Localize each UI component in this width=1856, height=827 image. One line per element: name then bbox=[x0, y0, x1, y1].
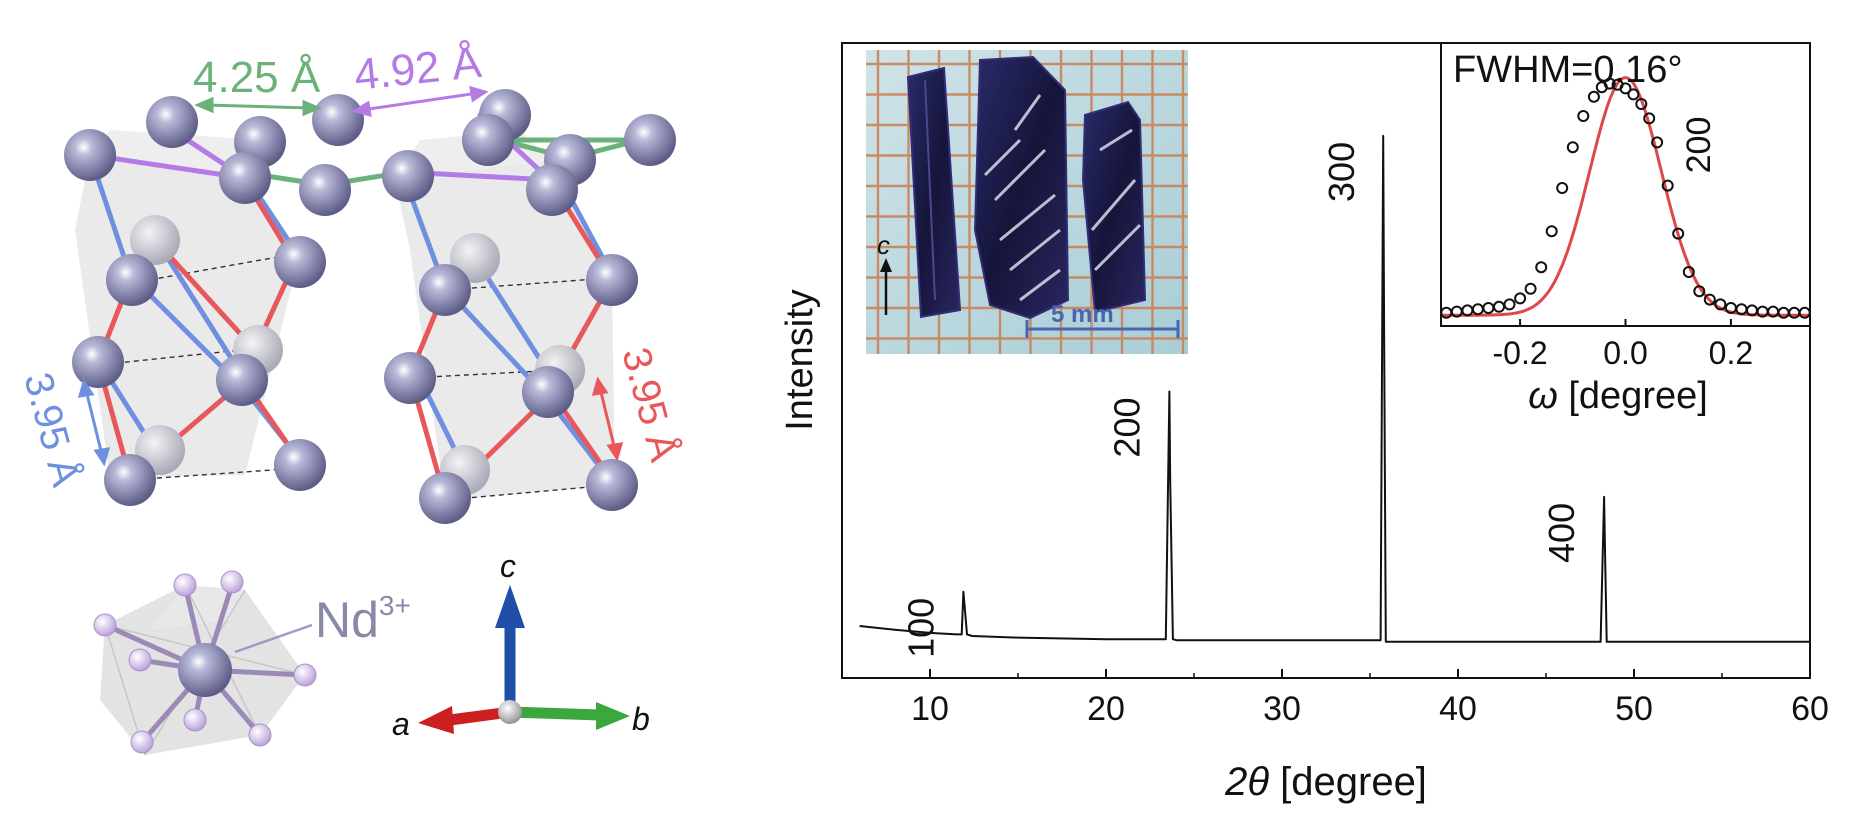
inset-x-axis-label: ω [degree] bbox=[1528, 375, 1708, 417]
rocking-data-point bbox=[1577, 110, 1590, 122]
main-x-ticks: 10 20 30 40 50 60 bbox=[841, 669, 1829, 728]
rocking-data-point bbox=[1566, 141, 1579, 154]
x-axis-label: 2θ [degree] bbox=[1224, 760, 1427, 804]
x-axis-unit: [degree] bbox=[1269, 760, 1427, 804]
peak-label: 300 bbox=[1321, 142, 1362, 202]
axis-a-label: a bbox=[392, 706, 410, 742]
rocking-data-point bbox=[1643, 112, 1656, 125]
fwhm-label: FWHM=0.16° bbox=[1453, 49, 1683, 91]
axis-b-label: b bbox=[632, 701, 650, 737]
nd-label: Nd bbox=[315, 592, 379, 648]
main-x-tick-label: 60 bbox=[1791, 690, 1829, 728]
rocking-data-point bbox=[1603, 77, 1616, 90]
nd-coordination-polyhedron: Nd3+ bbox=[93, 570, 411, 756]
main-x-tick-label: 40 bbox=[1439, 690, 1477, 728]
inset-peak-label: 200 bbox=[1680, 117, 1718, 174]
inset-x-tick-label: 0.2 bbox=[1709, 335, 1753, 371]
crystal-photo: c 5 mm bbox=[866, 50, 1188, 354]
rocking-data-point bbox=[1627, 88, 1640, 101]
rocking-data-point bbox=[1503, 298, 1516, 311]
svg-text:Nd3+: Nd3+ bbox=[315, 590, 411, 648]
rocking-data-point bbox=[1635, 98, 1648, 110]
rocking-data-point bbox=[1587, 90, 1600, 103]
y-axis-label: Intensity bbox=[779, 289, 821, 431]
rocking-data-points bbox=[1441, 77, 1810, 319]
photo-c-label: c bbox=[877, 230, 890, 260]
scale-bar-label: 5 mm bbox=[1051, 301, 1114, 328]
red-distance-label: 3.95 Å bbox=[613, 343, 686, 467]
purple-distance-label: 4.92 Å bbox=[352, 38, 484, 100]
axis-c-label: c bbox=[500, 548, 516, 584]
blue-distance-label: 3.95 Å bbox=[15, 368, 88, 492]
main-x-tick-label: 20 bbox=[1087, 690, 1125, 728]
rocking-data-point bbox=[1619, 82, 1632, 95]
xrd-pattern-line bbox=[859, 134, 1810, 643]
main-x-tick-label: 10 bbox=[911, 690, 949, 728]
peak-label: 400 bbox=[1541, 503, 1582, 563]
rocking-curve-inset: -0.2 0.0 0.2 FWHM=0.16° 200 ω [degree] bbox=[1440, 42, 1811, 417]
green-distance-label: 4.25 Å bbox=[193, 53, 321, 102]
main-plot-frame bbox=[841, 42, 1811, 679]
rocking-data-point bbox=[1714, 298, 1727, 311]
crystal-structure-drawing: 4.25 Å 4.92 Å 3.95 Å 3.95 Å bbox=[15, 38, 687, 524]
peak-labels: 100 200 300 400 bbox=[900, 142, 1582, 658]
peak-label: 200 bbox=[1106, 398, 1147, 458]
rocking-data-point bbox=[1493, 300, 1505, 313]
main-x-tick-label: 30 bbox=[1263, 690, 1301, 728]
inset-x-tick-label: 0.0 bbox=[1603, 335, 1647, 371]
rocking-data-point bbox=[1672, 227, 1685, 240]
crystal-1 bbox=[906, 66, 962, 319]
peak-label: 100 bbox=[900, 598, 941, 658]
main-x-tick-label: 50 bbox=[1615, 690, 1653, 728]
crystal-3 bbox=[1081, 100, 1147, 314]
rocking-data-point bbox=[1693, 285, 1706, 298]
axes-triad: c b a bbox=[392, 548, 650, 742]
inset-x-axis-symbol: ω bbox=[1528, 375, 1558, 417]
nd-charge-label: 3+ bbox=[379, 590, 411, 621]
rocking-data-point bbox=[1514, 292, 1527, 305]
rocking-data-point bbox=[1661, 179, 1674, 192]
rocking-data-point bbox=[1651, 136, 1664, 149]
rocking-data-point bbox=[1703, 293, 1716, 306]
inset-x-axis-unit: [degree] bbox=[1558, 375, 1708, 417]
rocking-data-point bbox=[1556, 182, 1569, 194]
rocking-data-point bbox=[1535, 261, 1548, 274]
rocking-data-point bbox=[1682, 266, 1695, 278]
rocking-data-point bbox=[1524, 282, 1537, 295]
inset-x-ticks: -0.2 0.0 0.2 bbox=[1493, 319, 1753, 371]
xrd-chart: 10 20 30 40 50 60 100 200 300 400 Intensity 2θ [… bbox=[779, 42, 1829, 804]
inset-x-tick-label: -0.2 bbox=[1493, 335, 1548, 371]
rocking-data-point bbox=[1545, 225, 1558, 238]
x-axis-symbol: 2θ bbox=[1224, 760, 1269, 804]
crystal-2 bbox=[973, 55, 1070, 320]
